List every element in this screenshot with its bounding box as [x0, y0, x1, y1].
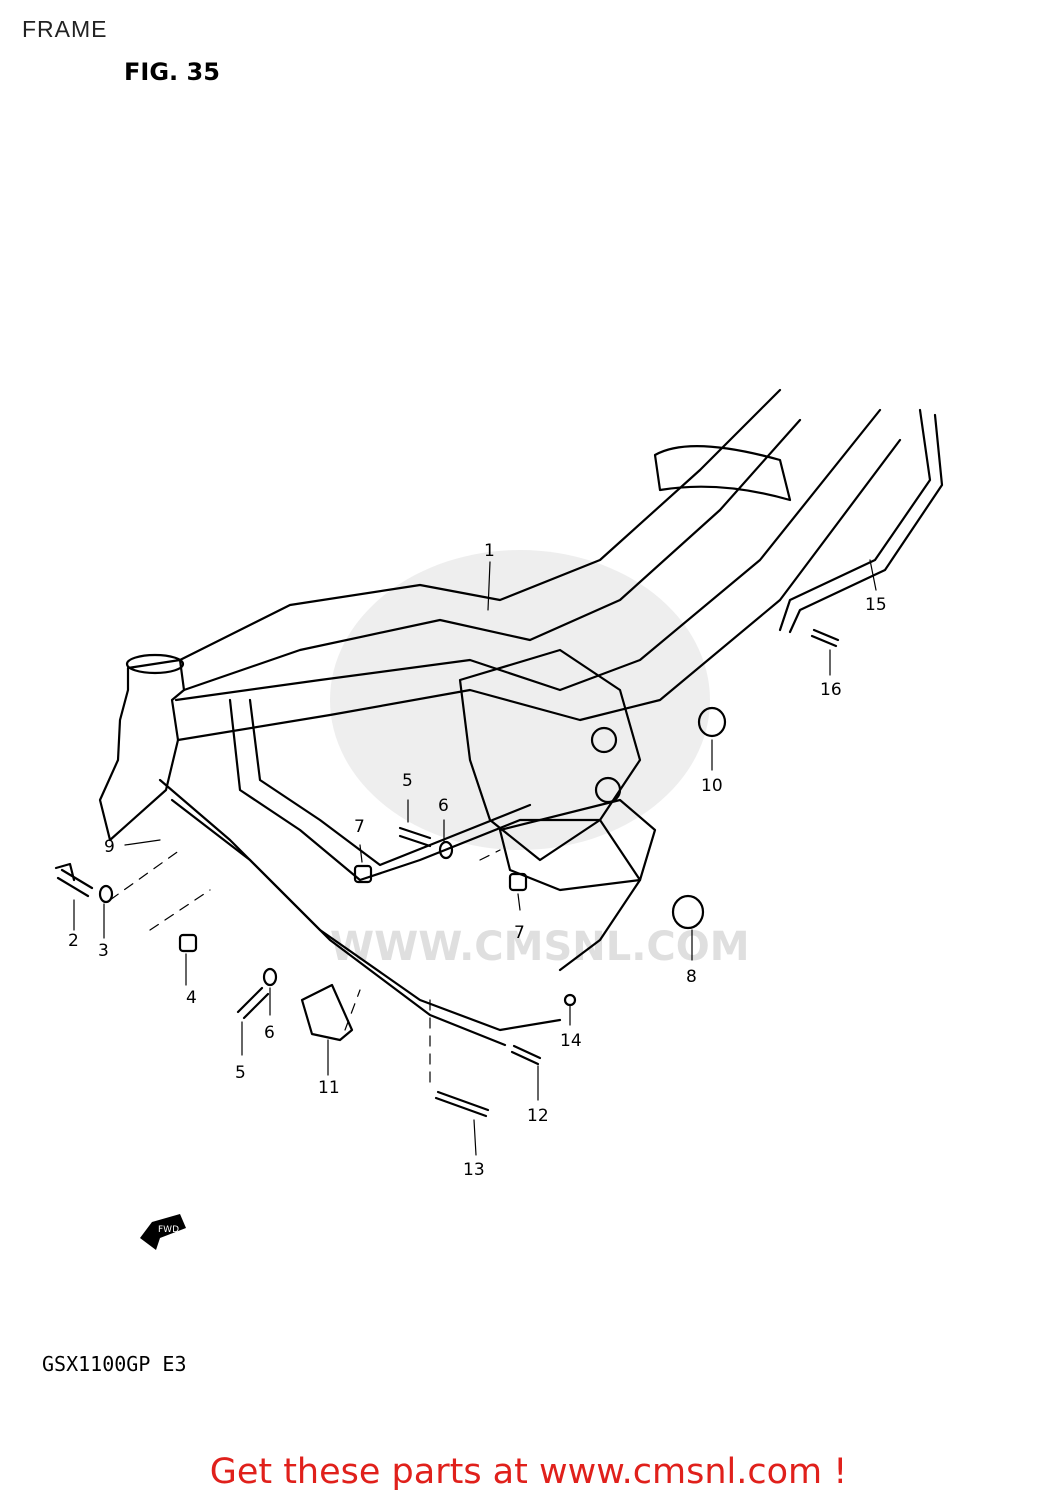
callout-2: 2 — [68, 931, 79, 951]
callout-1: 1 — [484, 541, 495, 561]
bolt-2 — [54, 862, 94, 898]
nut-7-left — [353, 864, 373, 884]
seat-rail-15-inner — [788, 413, 944, 634]
main-rail-upper-inner — [182, 418, 802, 692]
pivot-boss-upper — [590, 726, 618, 754]
callout-6-lower: 6 — [264, 1023, 275, 1043]
bolt-16 — [810, 628, 840, 648]
cta-link[interactable]: Get these parts at www.cmsnl.com ! — [209, 1452, 848, 1492]
down-tube-right — [228, 698, 642, 972]
swingarm-plate — [498, 798, 657, 892]
model-code: GSX1100GP E3 — [42, 1352, 187, 1376]
washer-6-upper — [438, 840, 454, 860]
fwd-arrow: FWD — [140, 1214, 186, 1250]
callout-3: 3 — [98, 941, 109, 961]
nut-4 — [178, 933, 198, 953]
bolt-5-upper — [398, 826, 432, 848]
rear-cross-brace — [653, 445, 792, 502]
leader-lines — [73, 559, 877, 1156]
callout-5-upper: 5 — [402, 771, 413, 791]
watermark-logo — [330, 550, 710, 850]
main-rail-second — [174, 408, 882, 702]
callout-12: 12 — [527, 1106, 549, 1126]
figure-title: FIG. 35 — [124, 58, 220, 86]
fwd-arrow-shape — [140, 1214, 186, 1250]
callout-15: 15 — [865, 595, 887, 615]
callout-9: 9 — [104, 837, 115, 857]
clip-14 — [563, 993, 577, 1007]
washer-6-lower — [262, 967, 278, 987]
steering-head-cap — [125, 653, 185, 675]
page-label: FRAME — [22, 16, 108, 42]
callout-7-right: 7 — [514, 923, 525, 943]
callout-7-left: 7 — [354, 817, 365, 837]
callout-13: 13 — [463, 1160, 485, 1180]
callout-4: 4 — [186, 988, 197, 1008]
bolt-5-lower — [236, 986, 270, 1020]
callout-14: 14 — [560, 1031, 582, 1051]
watermark-text: WWW.CMSNL.COM — [330, 924, 750, 970]
callout-6-upper: 6 — [438, 796, 449, 816]
callout-11: 11 — [318, 1078, 340, 1098]
down-tube-left-inner — [170, 798, 507, 1047]
callout-10: 10 — [701, 776, 723, 796]
watermark: WWW.CMSNL.COM — [330, 550, 750, 970]
seat-rail-15 — [778, 408, 932, 632]
pivot-block — [458, 648, 642, 862]
main-rail-upper — [178, 388, 782, 662]
frame-diagram: WWW.CMSNL.COM — [54, 388, 944, 1250]
cap-10 — [697, 706, 727, 738]
bolt-12 — [510, 1044, 542, 1066]
main-rail-second-inner — [176, 438, 902, 742]
down-tube-right-inner — [248, 698, 532, 867]
callout-8: 8 — [686, 967, 697, 987]
down-tube-left — [158, 778, 562, 1032]
callout-16: 16 — [820, 680, 842, 700]
steering-head — [98, 658, 186, 842]
engine-mount-plate-11 — [300, 983, 354, 1042]
washer-3 — [98, 884, 114, 904]
dashed-guides — [109, 849, 501, 1086]
nut-7-right — [508, 872, 528, 892]
bolt-13 — [434, 1090, 490, 1118]
fwd-arrow-label: FWD — [158, 1225, 179, 1235]
callout-5-lower: 5 — [235, 1063, 246, 1083]
cap-8 — [671, 894, 705, 930]
